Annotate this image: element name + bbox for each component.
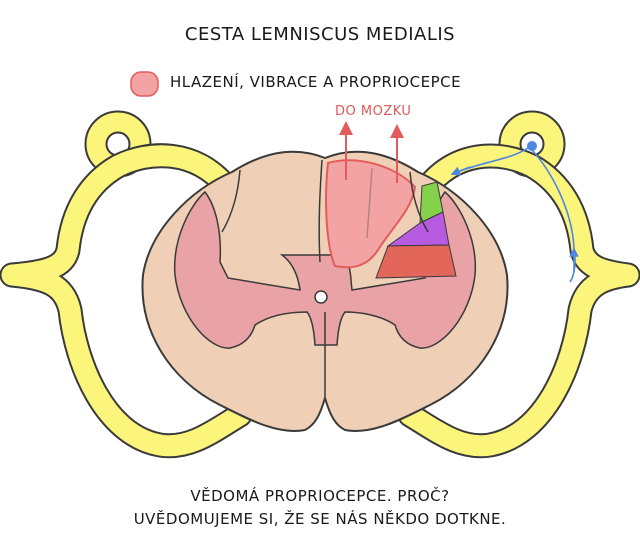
dorsal-sulci (221, 159, 429, 263)
left-nerve (0, 110, 253, 459)
central-canal (314, 290, 328, 304)
tract-red (375, 244, 457, 279)
legend-swatch (130, 71, 159, 97)
diagram-title: CESTA LEMNISCUS MEDIALIS (184, 24, 456, 45)
septum-line (366, 167, 373, 239)
legend-label: HLAZENÍ, VIBRACE A PROPRIOCEPCE (170, 73, 462, 91)
dorsal-column-pathway (325, 159, 417, 269)
caption-line-2: UVĚDOMUJEME SI, ŽE SE NÁS NĚKDO DOTKNE. (133, 510, 507, 528)
signal-arrow-head (450, 166, 471, 176)
caption-line-1: VĚDOMÁ PROPRIOCEPCE. PROČ? (190, 487, 450, 505)
to-brain-label: DO MOZKU (335, 104, 412, 119)
sensory-neuron-body (527, 141, 537, 151)
